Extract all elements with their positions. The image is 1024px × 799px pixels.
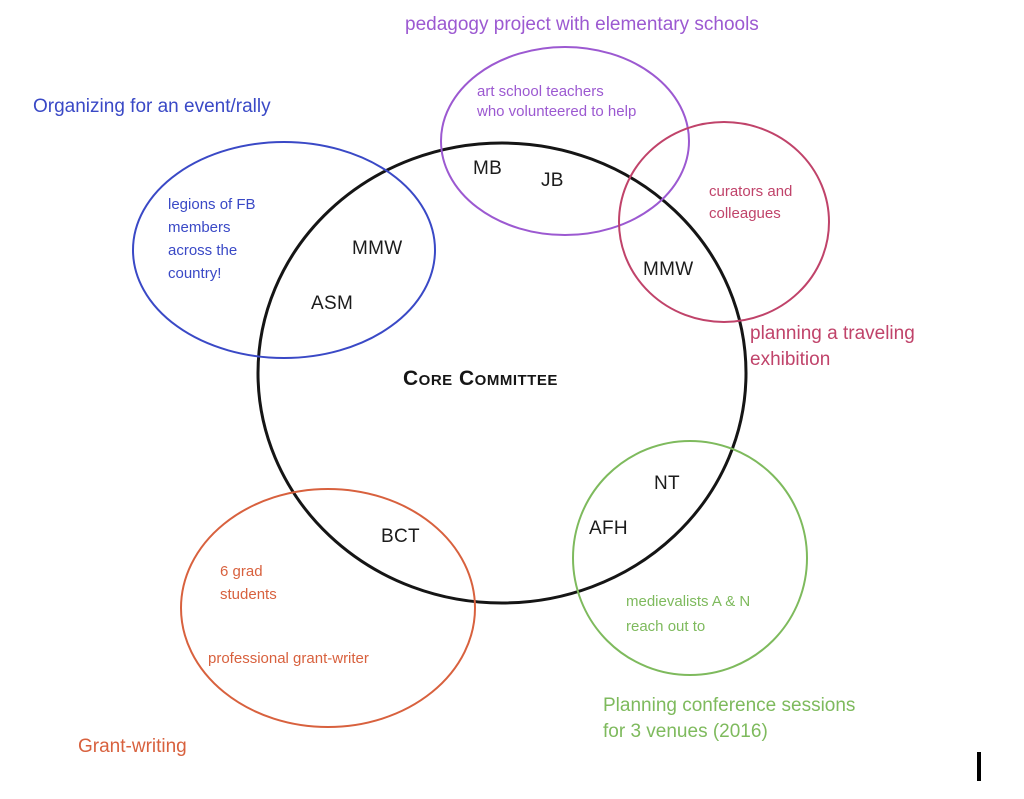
grant-writing-title: Grant-writing [78,736,187,757]
exhibition-note: curators and colleagues [709,183,793,222]
member-mmw-exhibition: MMW [643,259,694,280]
organizing-ellipse [132,141,436,359]
member-bct: BCT [381,526,420,547]
pedagogy-ellipse [440,46,690,236]
pedagogy-note: art school teachers who volunteered to h… [477,83,637,120]
organizing-note: legions of FB members across the country… [168,196,256,282]
conference-title: Planning conference sessions for 3 venue… [603,695,856,742]
member-mmw-organizing: MMW [352,238,403,259]
member-asm: ASM [311,293,354,314]
conference-note: medievalists A & N reach out to [626,593,751,635]
member-mb: MB [473,158,503,179]
member-nt: NT [654,473,680,494]
exhibition-title: planning a traveling exhibition [750,323,915,370]
grant-note-students: 6 grad students [220,563,277,603]
member-afh: AFH [589,518,628,539]
grant-writing-ellipse [180,488,476,728]
exhibition-circle [618,121,830,323]
core-committee-label: Core Committee [403,367,558,390]
core-committee-circle [256,141,748,605]
pedagogy-title: pedagogy project with elementary schools [405,14,759,35]
member-jb: JB [541,170,564,191]
text-cursor [977,752,981,781]
grant-note-writer: professional grant-writer [208,650,369,667]
organizing-title: Organizing for an event/rally [33,96,271,117]
conference-circle [572,440,808,676]
